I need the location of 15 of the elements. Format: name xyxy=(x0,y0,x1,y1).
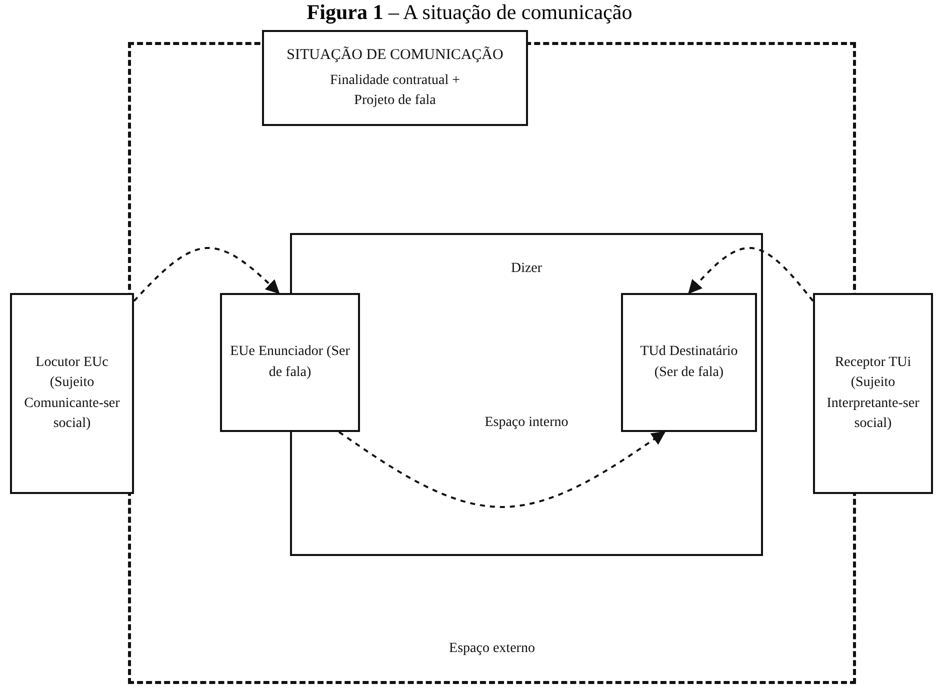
node-label: Finalidade contratual + Projeto de fala xyxy=(329,72,461,110)
speaker-box xyxy=(10,293,134,494)
box-heading: SITUAÇÃO DE COMUNICAÇÃO xyxy=(286,46,504,65)
node-label: Locutor EUc (Sujeito Comunicante-ser social) xyxy=(23,354,121,433)
node-label: TUd Destinatário (Ser de fala) xyxy=(639,343,739,382)
dashed-curved-arrow xyxy=(338,431,666,508)
figure-title: Figura 1 – A situação de comunicação xyxy=(306,0,634,25)
node-label: Receptor TUi (Sujeito Interpretante-ser social) xyxy=(826,354,920,433)
dashed-curved-arrow xyxy=(688,247,814,302)
receiver-box xyxy=(813,293,933,494)
node-label: EUe Enunciador (Ser de fala) xyxy=(229,343,351,382)
enunciator-box xyxy=(220,293,360,432)
dashed-curved-arrow xyxy=(133,247,280,302)
situation-box xyxy=(262,30,528,126)
addressee-box xyxy=(621,293,757,432)
